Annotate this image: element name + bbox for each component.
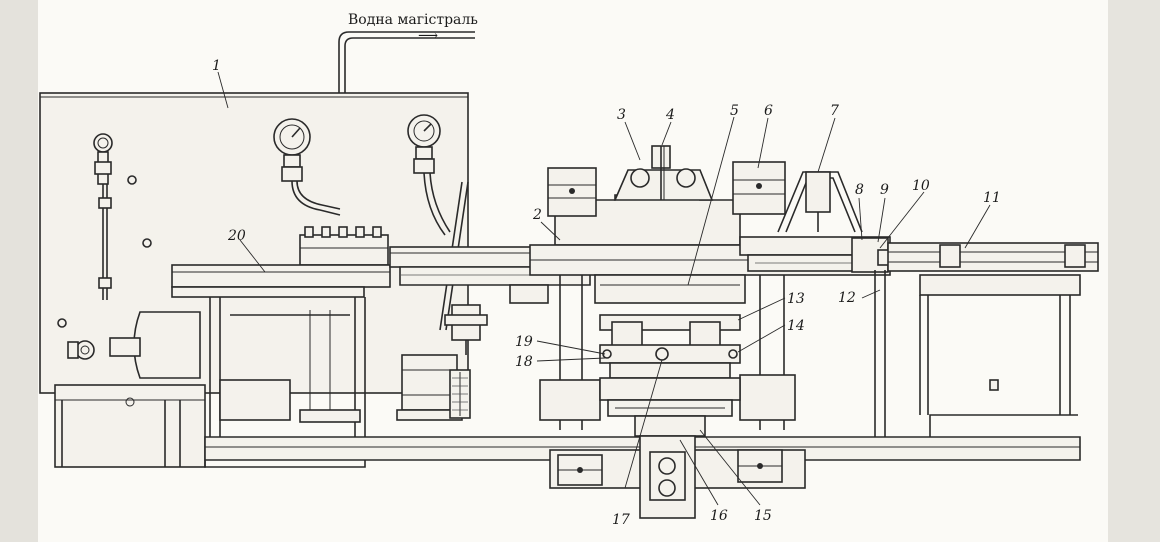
callout-13: 13 bbox=[787, 291, 805, 307]
callout-9: 9 bbox=[880, 182, 889, 198]
callout-12: 12 bbox=[838, 290, 856, 306]
pressure-gauge-left bbox=[93, 133, 137, 300]
callout-14: 14 bbox=[787, 318, 805, 334]
callout-15: 15 bbox=[754, 508, 772, 524]
drive-motor bbox=[396, 354, 471, 421]
callout-3: 3 bbox=[617, 107, 626, 123]
callout-5: 5 bbox=[730, 103, 739, 119]
conveyor-left bbox=[171, 264, 391, 437]
lower-drive bbox=[549, 415, 806, 519]
press-ram bbox=[599, 314, 741, 417]
valve-block bbox=[444, 304, 488, 355]
base-frame-left bbox=[54, 384, 206, 468]
upper-press-frame bbox=[547, 145, 786, 246]
callout-10: 10 bbox=[912, 178, 930, 194]
callout-11: 11 bbox=[983, 190, 1001, 206]
flow-arrow: ⟶ bbox=[418, 28, 438, 44]
valve-manifold bbox=[299, 226, 389, 266]
callout-6: 6 bbox=[764, 103, 773, 119]
callout-16: 16 bbox=[710, 508, 728, 524]
callout-4: 4 bbox=[665, 107, 675, 123]
callout-20: 20 bbox=[227, 228, 246, 244]
water-main-label: Водна магістраль bbox=[348, 12, 478, 28]
transfer-head bbox=[739, 171, 891, 273]
leader-lines bbox=[217, 71, 991, 506]
conveyor-right bbox=[874, 242, 1099, 437]
callout-18: 18 bbox=[515, 354, 533, 370]
callout-2: 2 bbox=[532, 207, 542, 223]
callout-1: 1 bbox=[212, 58, 221, 74]
callout-7: 7 bbox=[830, 103, 839, 119]
callout-8: 8 bbox=[855, 182, 864, 198]
pressure-gauge-center bbox=[273, 118, 341, 216]
pump-motor bbox=[67, 311, 201, 379]
callout-19: 19 bbox=[515, 334, 533, 350]
panel-screw bbox=[57, 318, 67, 328]
pressure-gauge-right bbox=[407, 114, 451, 236]
callout-17: 17 bbox=[612, 512, 630, 528]
panel-screw bbox=[142, 238, 152, 248]
